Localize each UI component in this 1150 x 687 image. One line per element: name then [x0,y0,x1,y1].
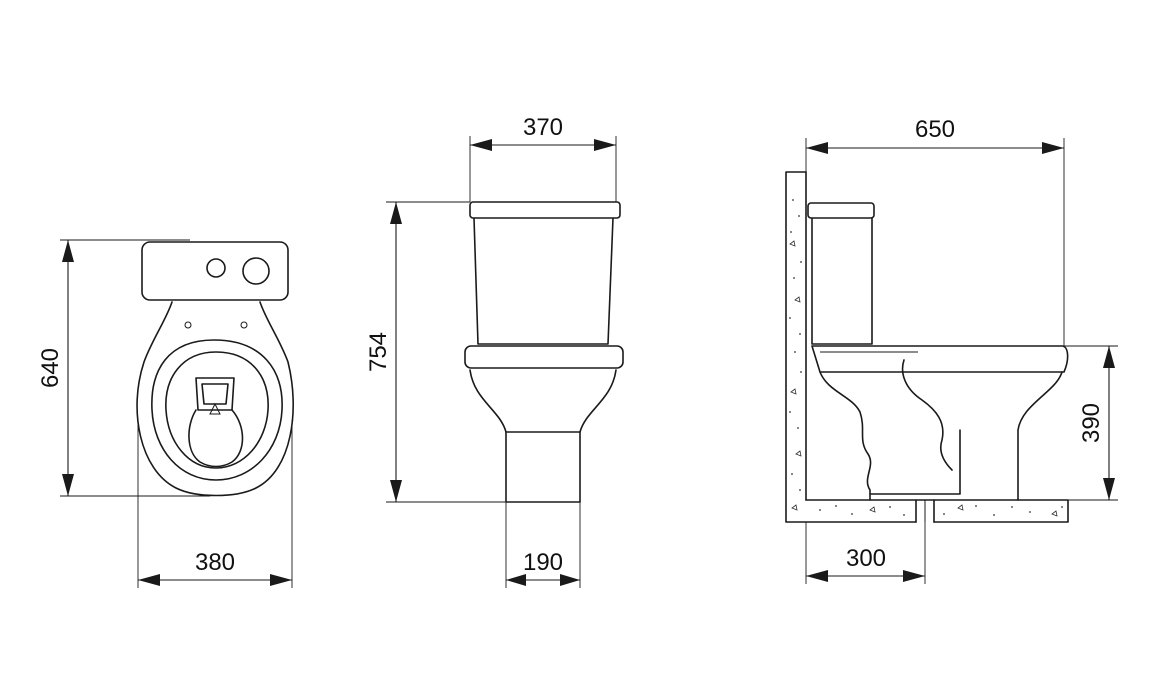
side-outlet-distance-label: 300 [846,545,886,572]
front-base-label: 190 [523,549,563,576]
front-view: 370 754 190 [365,114,624,588]
top-width-label: 380 [195,549,235,576]
side-view: 650 390 300 [785,116,1118,584]
front-height-label: 754 [365,332,392,372]
front-width-label: 370 [523,114,563,141]
concrete-hatch [789,199,1063,517]
top-depth-label: 640 [37,348,64,388]
side-length-label: 650 [915,116,955,143]
top-view: 640 380 [37,239,294,588]
side-seat-height-label: 390 [1078,403,1105,443]
